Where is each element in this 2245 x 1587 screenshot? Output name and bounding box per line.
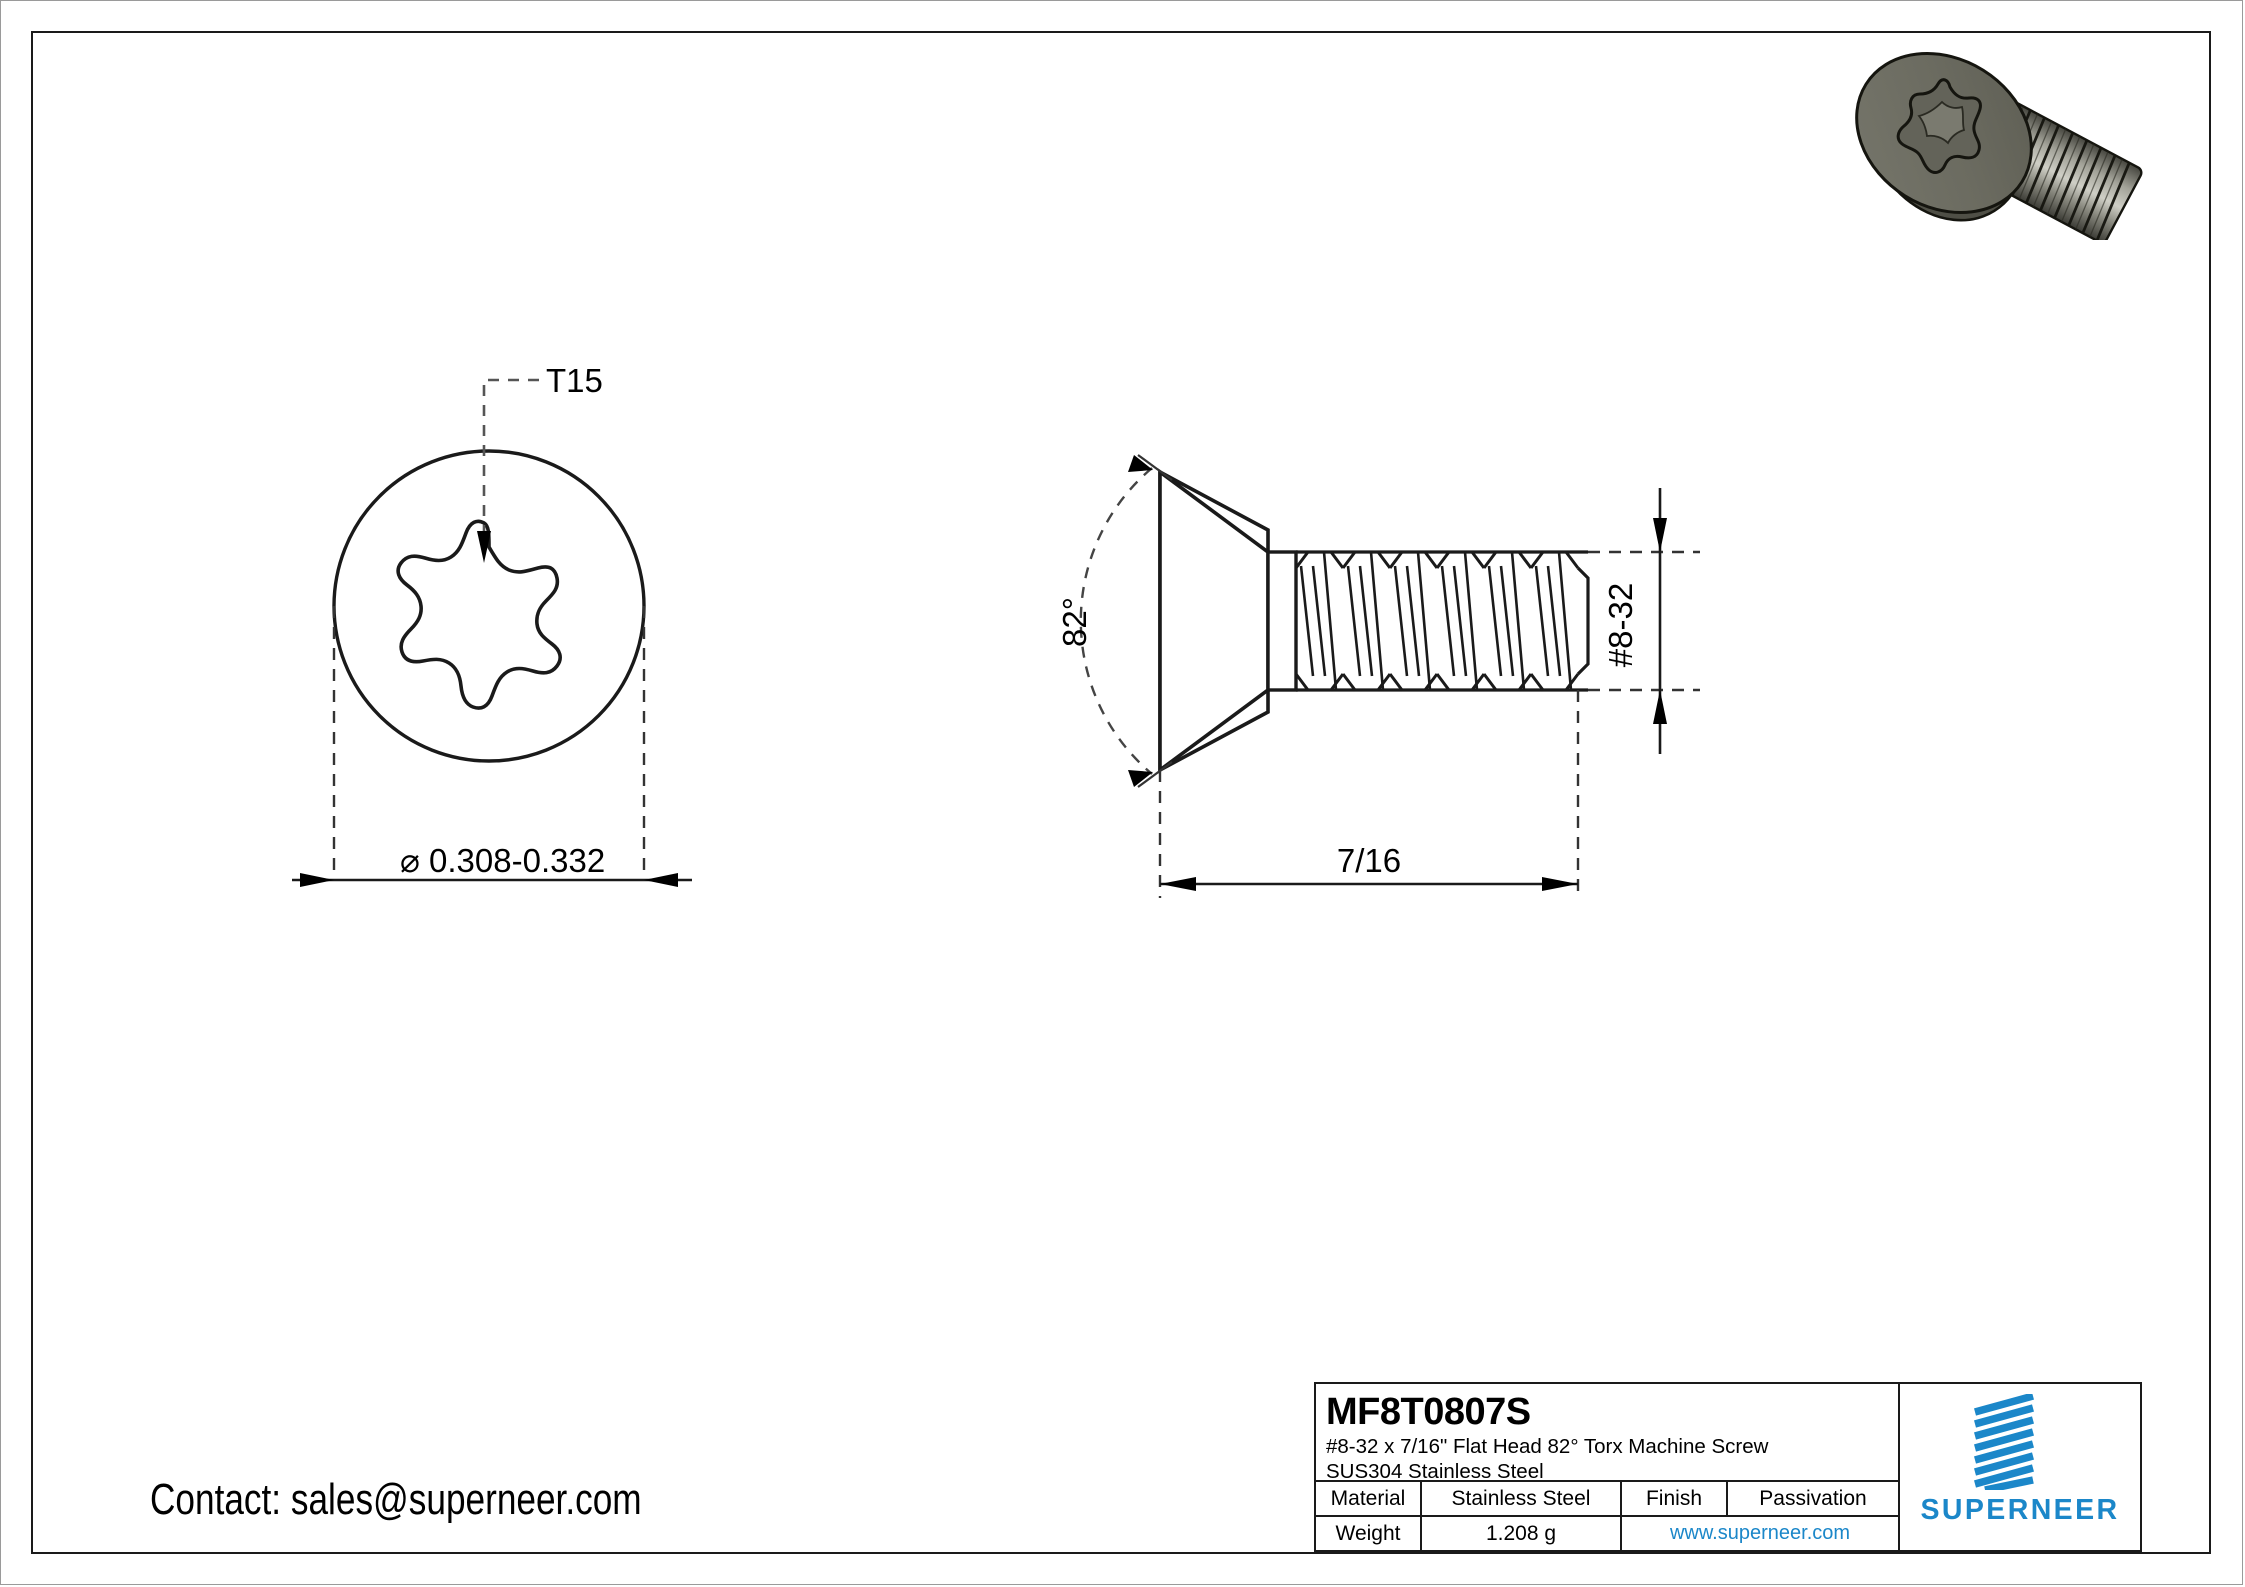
render-head <box>1855 52 2033 222</box>
title-block-description: MF8T0807S #8-32 x 7/16" Flat Head 82° To… <box>1316 1384 1898 1483</box>
material-label: Material <box>1330 1486 1406 1510</box>
contact-text: Contact: sales@superneer.com <box>150 1475 642 1524</box>
superneer-logo-icon <box>1974 1394 2034 1490</box>
drawing-frame-border <box>31 31 2211 1554</box>
render-torx-inner-face <box>1917 100 1966 145</box>
table-row: Material Stainless Steel Finish Passivat… <box>1316 1482 1898 1515</box>
part-number: MF8T0807S <box>1326 1391 1531 1433</box>
website-cell[interactable]: www.superneer.com <box>1620 1517 1898 1550</box>
weight-value: 1.208 g <box>1420 1517 1620 1550</box>
material-value: Stainless Steel <box>1420 1482 1620 1515</box>
weight-label: Weight <box>1335 1521 1401 1545</box>
description-line-2: SUS304 Stainless Steel <box>1326 1460 1544 1483</box>
table-row: Weight 1.208 g www.superneer.com <box>1316 1515 1898 1550</box>
brand-logo-panel: SUPERNEER <box>1900 1384 2140 1550</box>
finish-value: Passivation <box>1726 1482 1898 1515</box>
website-link[interactable]: www.superneer.com <box>1669 1522 1851 1544</box>
spec-table: Material Stainless Steel Finish Passivat… <box>1316 1480 1898 1550</box>
finish-label: Finish <box>1620 1482 1726 1515</box>
description-line-1: #8-32 x 7/16" Flat Head 82° Torx Machine… <box>1326 1435 1769 1458</box>
screw-3d-render <box>1855 52 2143 240</box>
title-block-info: MF8T0807S #8-32 x 7/16" Flat Head 82° To… <box>1316 1384 1900 1550</box>
brand-wordmark: SUPERNEER <box>1920 1494 2120 1526</box>
title-block: MF8T0807S #8-32 x 7/16" Flat Head 82° To… <box>1314 1382 2142 1552</box>
